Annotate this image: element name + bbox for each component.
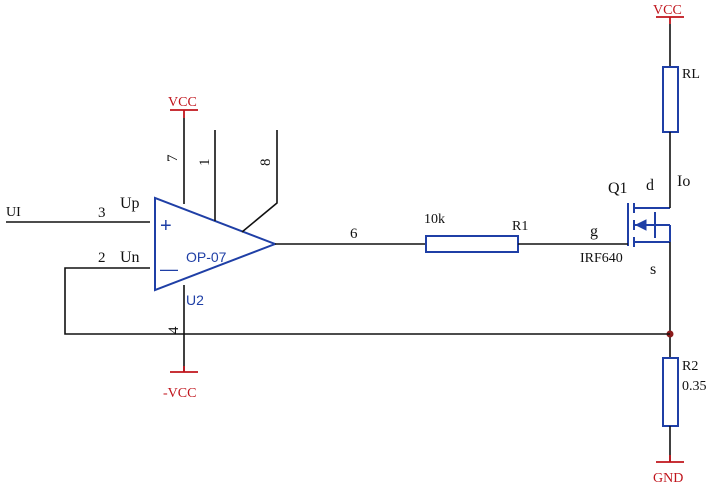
pin-1-label: 1 (197, 159, 213, 167)
pin-3-label: 3 (98, 205, 106, 221)
feedback-wire (64, 267, 670, 335)
vcc-top-label: VCC (653, 3, 682, 18)
neg-vcc-symbol: -VCC (163, 366, 198, 401)
r2-ref-label: R2 (682, 359, 698, 374)
pin-8-label: 8 (258, 159, 274, 167)
rl-resistor (662, 66, 679, 133)
r2-resistor (662, 357, 679, 427)
io-label: Io (677, 173, 690, 190)
pin-4-label: 4 (166, 326, 182, 334)
rl-ref-label: RL (682, 67, 700, 82)
pin-7-label: 7 (165, 154, 181, 162)
r2-value-label: 0.35 (682, 379, 707, 394)
q1-ref-label: Q1 (608, 180, 628, 197)
up-label: Up (120, 195, 140, 212)
plus-sign: + (160, 215, 172, 237)
mosfet-q1 (627, 203, 671, 247)
pin-2-label: 2 (98, 250, 106, 266)
vcc-symbol-top: VCC (653, 3, 684, 24)
gnd-symbol: GND (653, 455, 684, 486)
opamp-part-label: OP-07 (186, 249, 227, 265)
vcc-symbol-opamp: VCC (168, 95, 198, 118)
r1-resistor (425, 235, 519, 253)
pin-6-label: 6 (350, 226, 358, 242)
wire-pin8 (241, 130, 278, 233)
gnd-label: GND (653, 471, 683, 486)
drain-label: d (646, 177, 654, 194)
source-label: s (650, 261, 656, 278)
vcc-opamp-label: VCC (168, 95, 197, 110)
r1-value-label: 10k (424, 212, 445, 227)
r1-ref-label: R1 (512, 219, 528, 234)
gate-label: g (590, 223, 598, 240)
neg-vcc-label: -VCC (163, 386, 196, 401)
minus-sign: — (160, 259, 178, 279)
q1-part-label: IRF640 (580, 251, 623, 266)
un-label: Un (120, 249, 140, 266)
opamp-ref-label: U2 (186, 292, 204, 308)
ui-label: UI (6, 205, 21, 220)
